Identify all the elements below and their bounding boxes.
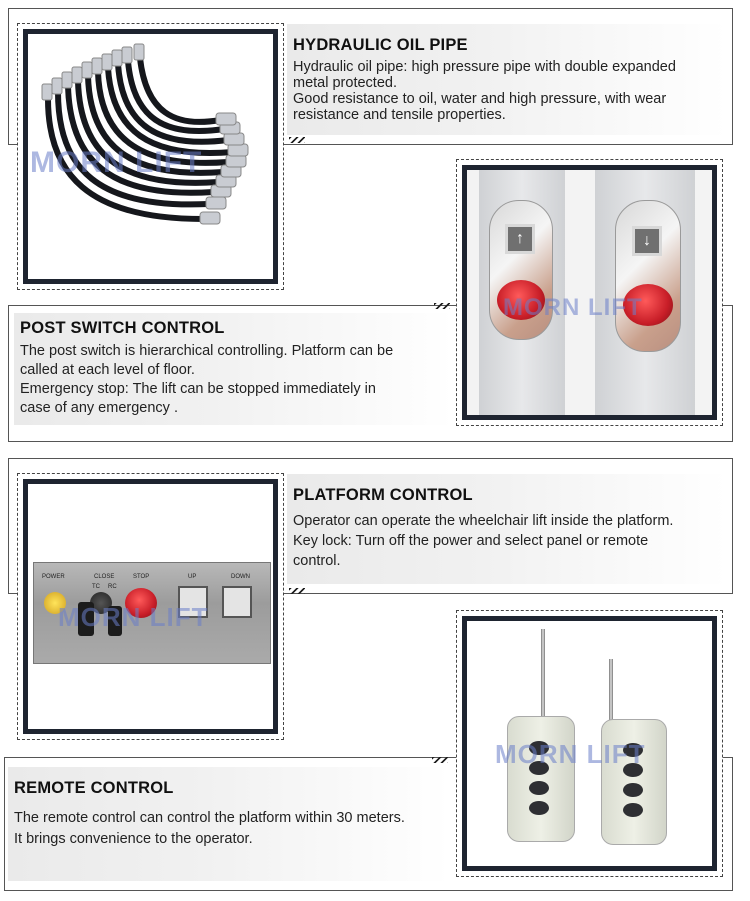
panel-label-down: DOWN (231, 574, 250, 580)
platform-text-panel: PLATFORM CONTROL Operator can operate th… (287, 474, 727, 584)
remote-photo: MORN LIFT (462, 616, 717, 871)
post-switch-photo: ↑ ↓ MORN LIFT (462, 165, 717, 420)
platform-photo: POWER CLOSE TC RC STOP UP DOWN MORN LIFT (23, 479, 278, 734)
hydraulic-line-3: Good resistance to oil, water and high p… (293, 91, 667, 107)
emergency-stop-button (623, 284, 673, 326)
antenna (609, 659, 613, 723)
platform-line-2: Key lock: Turn off the power and select … (293, 533, 649, 549)
up-switch (178, 586, 208, 618)
key-icon (108, 606, 122, 636)
down-switch (222, 586, 252, 618)
post-switch-text-panel: POST SWITCH CONTROL The post switch is h… (14, 313, 454, 425)
platform-line-3: control. (293, 553, 341, 569)
remote-left (507, 716, 575, 842)
panel-label-up: UP (188, 574, 197, 580)
section-frame-hydraulic (8, 8, 733, 145)
platform-line-1: Operator can operate the wheelchair lift… (293, 513, 674, 529)
remote-button (529, 761, 549, 775)
remote-button (623, 743, 643, 757)
stop-button (125, 588, 157, 618)
remote-photo-frame: MORN LIFT (456, 610, 723, 877)
power-indicator (44, 592, 66, 614)
remote-button (529, 781, 549, 795)
emergency-stop-button (497, 280, 545, 320)
remote-button (623, 803, 643, 817)
decor-stripes (432, 757, 448, 763)
watermark-logo: MORN LIFT (30, 146, 203, 179)
panel-label-tc: TC (92, 584, 100, 590)
section-frame-remote (4, 757, 733, 891)
section-title-remote: REMOTE CONTROL (14, 779, 174, 797)
key-lock (90, 592, 112, 614)
hydraulic-pipe-photo: MORN LIFT (23, 29, 278, 284)
remote-text-panel: REMOTE CONTROL The remote control can co… (8, 767, 450, 881)
panel-label-rc: RC (108, 584, 117, 590)
remote-button (529, 741, 549, 755)
post-switch-line-3: Emergency stop: The lift can be stopped … (20, 381, 376, 397)
post-switch-line-1: The post switch is hierarchical controll… (20, 343, 394, 359)
post-switch-line-2: called at each level of floor. (20, 362, 195, 378)
panel-label-close: CLOSE (94, 574, 115, 580)
watermark-logo: MORN LIFT (495, 739, 646, 769)
remote-button (529, 801, 549, 815)
up-button: ↑ (505, 224, 535, 254)
down-button: ↓ (632, 226, 662, 256)
watermark-logo: MORN LIFT (503, 294, 643, 321)
hydraulic-line-4: resistance and tensile properties. (293, 107, 506, 123)
decor-stripes (289, 588, 305, 594)
remote-line-2: It brings convenience to the operator. (14, 831, 253, 847)
post-switch-line-4: case of any emergency . (20, 400, 178, 416)
post-switch-photo-frame: ↑ ↓ MORN LIFT (456, 159, 723, 426)
panel-label-power: POWER (42, 574, 65, 580)
section-frame-post-switch (8, 305, 733, 442)
section-frame-platform (8, 458, 733, 594)
hydraulic-line-1: Hydraulic oil pipe: high pressure pipe w… (293, 59, 676, 75)
remote-button (623, 783, 643, 797)
section-title-hydraulic: HYDRAULIC OIL PIPE (293, 36, 468, 54)
remote-right (601, 719, 667, 845)
remote-line-1: The remote control can control the platf… (14, 810, 405, 826)
section-title-post-switch: POST SWITCH CONTROL (20, 319, 225, 337)
hydraulic-text-panel: HYDRAULIC OIL PIPE Hydraulic oil pipe: h… (287, 24, 727, 135)
key-icon (78, 602, 94, 636)
panel-label-stop: STOP (133, 574, 150, 580)
platform-photo-frame: POWER CLOSE TC RC STOP UP DOWN MORN LIFT (17, 473, 284, 740)
remote-button (623, 763, 643, 777)
section-title-platform: PLATFORM CONTROL (293, 486, 473, 504)
right-switch-plate (615, 200, 681, 352)
antenna (541, 629, 545, 719)
decor-stripes (434, 303, 450, 309)
watermark-logo: MORN LIFT (58, 602, 209, 632)
hydraulic-hoses-image (41, 43, 249, 225)
hydraulic-pipe-photo-frame: MORN LIFT (17, 23, 284, 290)
decor-stripes (289, 137, 305, 143)
hydraulic-line-2: metal protected. (293, 75, 397, 91)
